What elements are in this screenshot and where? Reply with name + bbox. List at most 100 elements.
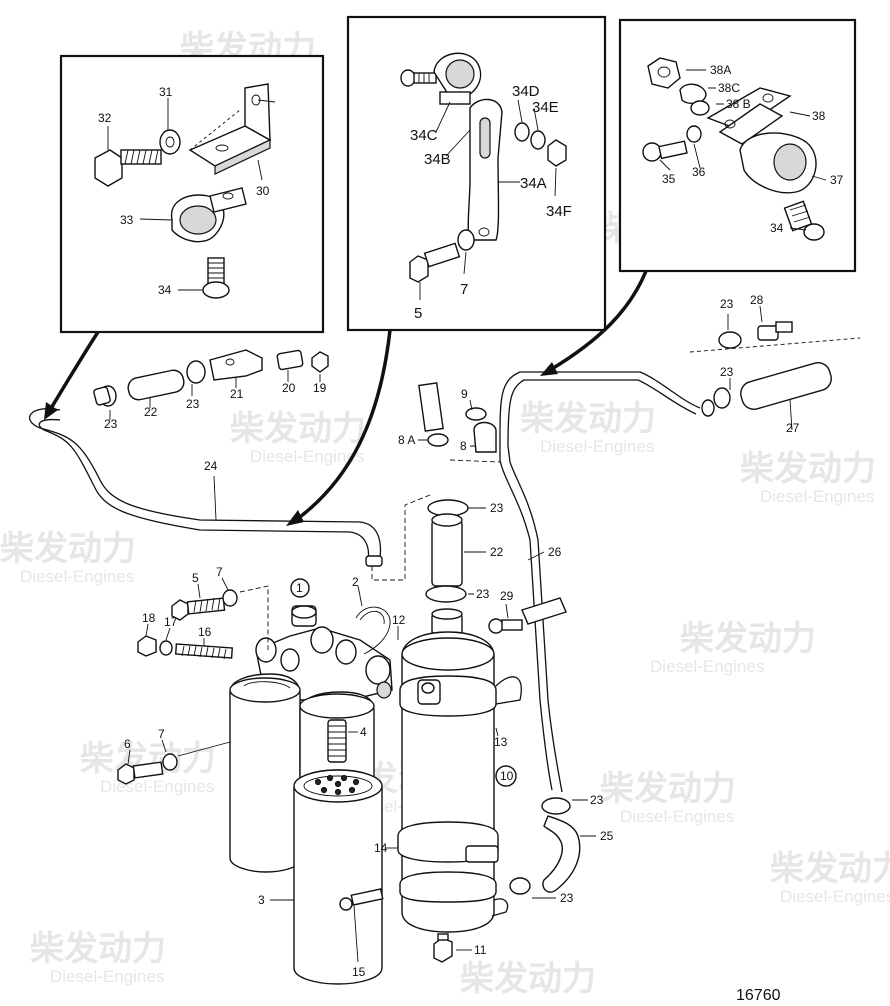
bracket-30 xyxy=(188,83,272,175)
filter-element-3: 3 xyxy=(258,769,383,985)
part-number-label: 11 xyxy=(474,943,487,957)
part-number-label: 8 A xyxy=(398,433,415,447)
part-number-label: 19 xyxy=(313,381,327,395)
part-number-label: 35 xyxy=(662,172,676,186)
bolt-5-washer-7: 5 7 xyxy=(171,565,269,650)
hose-parts-top-left: 23 22 23 21 20 19 xyxy=(93,349,329,431)
part-number-label: 26 xyxy=(548,545,562,559)
drawing-number: 16760 xyxy=(736,987,781,1004)
callout-arrows xyxy=(44,270,648,526)
part-number-label: 25 xyxy=(600,829,614,843)
part-number-label: 37 xyxy=(830,173,844,187)
part-number-label: 34C xyxy=(410,127,438,144)
watermark-text: 柴发动力 xyxy=(30,929,166,969)
bracket-38 xyxy=(706,87,792,145)
screw-34-right xyxy=(783,200,825,241)
part-number-label: 18 xyxy=(142,611,156,625)
part-number-label: 16 xyxy=(198,625,212,639)
part-number-label: 1 xyxy=(296,581,303,595)
bolt-5 xyxy=(409,242,461,283)
main-assembly: 23 22 23 21 20 19 24 23 28 23 27 26 xyxy=(28,293,861,985)
watermark-text: 柴发动力 xyxy=(680,619,816,659)
part-number-label: 21 xyxy=(230,387,244,401)
watermark-text: 柴发动力 xyxy=(460,959,596,999)
bolt-35 xyxy=(642,140,688,162)
part-number-label: 23 xyxy=(490,501,504,515)
part-number-label: 22 xyxy=(144,405,158,419)
part-number-label: 34 xyxy=(770,221,784,235)
part-number-label: 33 xyxy=(120,213,134,227)
vent-parts-8-9: 8 A 9 8 xyxy=(398,382,501,463)
bolt-16-nut-18: 18 17 16 xyxy=(137,611,234,660)
bracket-34a xyxy=(467,98,503,241)
watermark-text: Diesel-Engines xyxy=(540,437,654,456)
hose-22-center: 23 22 23 xyxy=(425,499,504,603)
part-number-label: 23 xyxy=(560,891,574,905)
part-number-label: 13 xyxy=(494,735,508,749)
part-number-label: 7 xyxy=(460,281,468,298)
part-number-label: 4 xyxy=(360,725,367,739)
watermark-text: Diesel-Engines xyxy=(780,887,890,906)
bolt-6-washer-7: 6 7 xyxy=(117,727,231,785)
part-number-label: 34D xyxy=(512,83,540,100)
part-number-label: 6 xyxy=(124,737,131,751)
part-number-label: 17 xyxy=(164,615,178,629)
watermark-text: Diesel-Engines xyxy=(650,657,764,676)
part-number-label: 27 xyxy=(786,421,800,435)
watermark-text: Diesel-Engines xyxy=(50,967,164,986)
part-number-label: 5 xyxy=(192,571,199,585)
watermark-text: Diesel-Engines xyxy=(100,777,214,796)
part-number-label: 24 xyxy=(204,459,218,473)
part-number-label: 32 xyxy=(98,111,112,125)
watermark-text: 柴发动力 xyxy=(770,849,890,889)
part-number-label: 14 xyxy=(374,841,388,855)
part-number-label: 22 xyxy=(490,545,504,559)
watermark-text: Diesel-Engines xyxy=(760,487,874,506)
inset-panel-bracket-38: 38A 38C 38 B 38 35 36 37 34 xyxy=(618,18,857,273)
part-number-label: 20 xyxy=(282,381,296,395)
watermark-text: Diesel-Engines xyxy=(250,447,364,466)
part-number-label: 7 xyxy=(158,727,165,741)
part-number-label: 31 xyxy=(159,85,173,99)
part-number-label: 38 xyxy=(812,109,826,123)
part-number-label: 23 xyxy=(104,417,118,431)
part-number-label: 38A xyxy=(710,63,731,77)
watermark-text: 柴发动力 xyxy=(520,399,656,439)
watermark-text: Diesel-Engines xyxy=(620,807,734,826)
drain-plug-11: 11 xyxy=(433,933,487,963)
nipple-4: 4 xyxy=(327,719,367,763)
part-number-label: 3 xyxy=(258,893,265,907)
part-number-label: 34A xyxy=(520,175,547,192)
part-number-label: 8 xyxy=(460,439,467,453)
part-number-label: 2 xyxy=(352,575,359,589)
clamp-34c xyxy=(433,52,482,105)
part-number-label: 34 xyxy=(158,283,172,297)
part-number-label: 38C xyxy=(718,81,740,95)
bolt-29-bracket: 29 xyxy=(488,589,567,634)
part-number-label: 34F xyxy=(546,203,572,220)
part-number-label: 12 xyxy=(392,613,406,627)
part-number-label: 28 xyxy=(750,293,764,307)
part-number-label: 29 xyxy=(500,589,514,603)
watermark-text: 柴发动力 xyxy=(740,449,876,489)
part-number-label: 23 xyxy=(590,793,604,807)
part-number-label: 23 xyxy=(186,397,200,411)
bolt-32 xyxy=(94,149,162,187)
part-number-label: 23 xyxy=(720,297,734,311)
part-number-label: 5 xyxy=(414,305,422,322)
part-number-label: 7 xyxy=(216,565,223,579)
hose-25: 23 25 23 xyxy=(509,793,614,905)
bolt-15: 15 xyxy=(339,888,384,979)
bolt-34c-screw xyxy=(400,69,437,87)
part-number-label: 23 xyxy=(476,587,490,601)
part-number-label: 23 xyxy=(720,365,734,379)
clamp-33 xyxy=(170,187,247,243)
part-number-label: 38 B xyxy=(726,97,751,111)
clamp-37 xyxy=(739,132,817,194)
part-number-label: 34E xyxy=(532,99,559,116)
part-number-label: 36 xyxy=(692,165,706,179)
inset-panel-bracket-30: 32 31 30 33 34 xyxy=(59,54,325,334)
watermark-text: Diesel-Engines xyxy=(20,567,134,586)
watermark-text: 柴发动力 xyxy=(0,529,136,569)
